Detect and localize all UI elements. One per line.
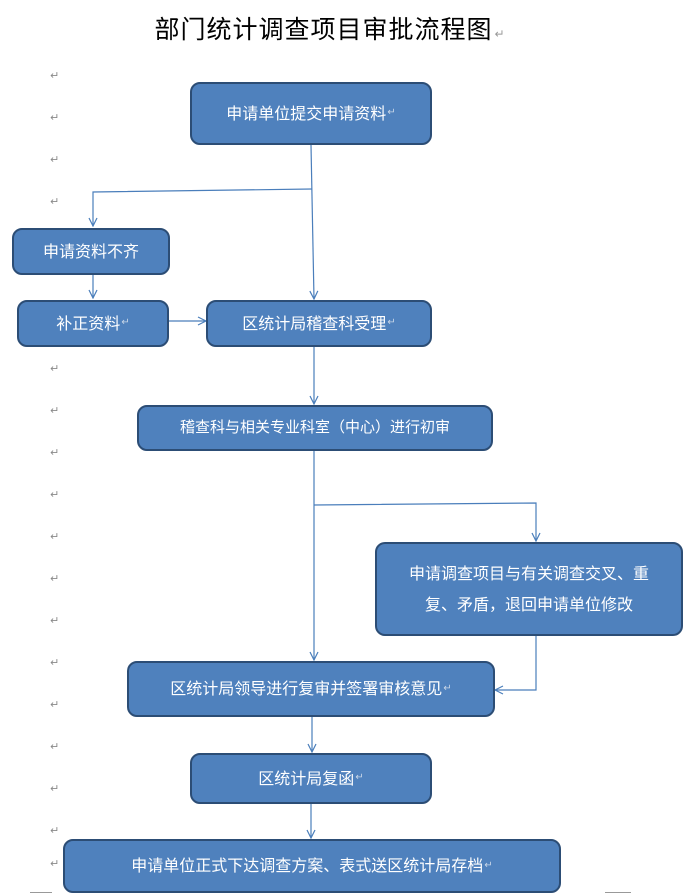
paragraph-mark: ↵	[355, 772, 364, 784]
paragraph-mark: ↵	[50, 530, 60, 543]
paragraph-mark: ↵	[484, 859, 493, 871]
paragraph-mark: ↵	[387, 107, 396, 119]
node-leader-review: 区统计局领导进行复审并签署审核意见↵	[127, 661, 495, 717]
paragraph-mark: ↵	[50, 698, 60, 711]
paragraph-mark: ↵	[50, 362, 60, 375]
page-edge-mark	[605, 892, 631, 893]
node-reply-letter: 区统计局复函↵	[190, 753, 432, 804]
paragraph-mark: ↵	[50, 111, 60, 124]
paragraph-mark: ↵	[121, 317, 130, 329]
page-title: 部门统计调查项目审批流程图↵	[154, 15, 506, 44]
paragraph-mark: ↵	[443, 682, 452, 694]
overlap-text-line-2: 复、矛盾，退回申请单位修改	[424, 595, 633, 614]
overlap-text-line-1: 申请调查项目与有关调查交叉、重	[408, 563, 649, 583]
arrow-submit-to-accept	[311, 144, 314, 299]
paragraph-mark: ↵	[50, 69, 60, 82]
arrow-overlap-to-leader-review	[495, 636, 537, 690]
paragraph-mark: ↵	[50, 782, 60, 795]
node-initial-review: 稽查科与相关专业科室（中心）进行初审	[137, 405, 493, 451]
paragraph-mark: ↵	[50, 153, 60, 166]
node-submit-application: 申请单位提交申请资料↵	[190, 82, 432, 145]
node-archive: 申请单位正式下达调查方案、表式送区统计局存档↵	[63, 839, 561, 893]
paragraph-mark: ↵	[50, 488, 60, 501]
node-supplement-materials: 补正资料↵	[17, 300, 169, 347]
arrow-initial-review-to-overlap	[313, 502, 536, 541]
paragraph-mark: ↵	[50, 857, 60, 870]
paragraph-mark: ↵	[50, 824, 60, 837]
node-overlap-return: 申请调查项目与有关调查交叉、重复、矛盾，退回申请单位修改	[375, 542, 683, 636]
paragraph-mark: ↵	[50, 446, 60, 459]
paragraph-mark: ↵	[50, 614, 60, 627]
paragraph-mark: ↵	[50, 195, 60, 208]
page-edge-mark	[30, 892, 52, 893]
node-inspection-accept: 区统计局稽查科受理↵	[206, 300, 432, 347]
paragraph-mark: ↵	[50, 656, 60, 669]
node-materials-incomplete: 申请资料不齐	[12, 228, 170, 275]
paragraph-mark: ↵	[494, 27, 506, 41]
arrow-submit-to-incomplete	[93, 188, 313, 226]
paragraph-mark: ↵	[50, 404, 60, 417]
paragraph-mark: ↵	[387, 317, 396, 329]
paragraph-mark: ↵	[50, 740, 60, 753]
paragraph-mark: ↵	[50, 572, 60, 585]
